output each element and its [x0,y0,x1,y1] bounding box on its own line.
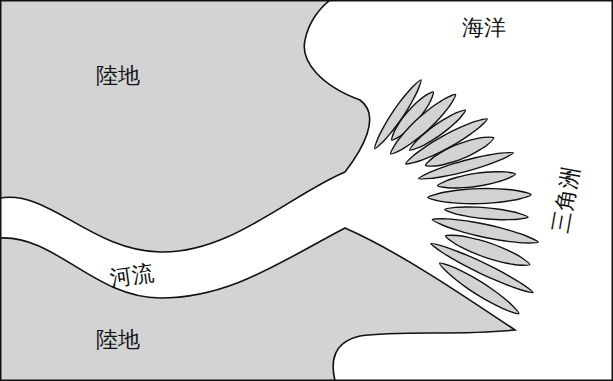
delta-islands [375,80,539,314]
sea-label: 海洋 [462,16,506,40]
delta-island [438,172,516,188]
delta-island [445,207,529,220]
delta-island [440,263,519,314]
delta-island [428,189,531,204]
land-label: 陸地 [96,64,140,88]
land-label: 陸地 [96,328,140,352]
